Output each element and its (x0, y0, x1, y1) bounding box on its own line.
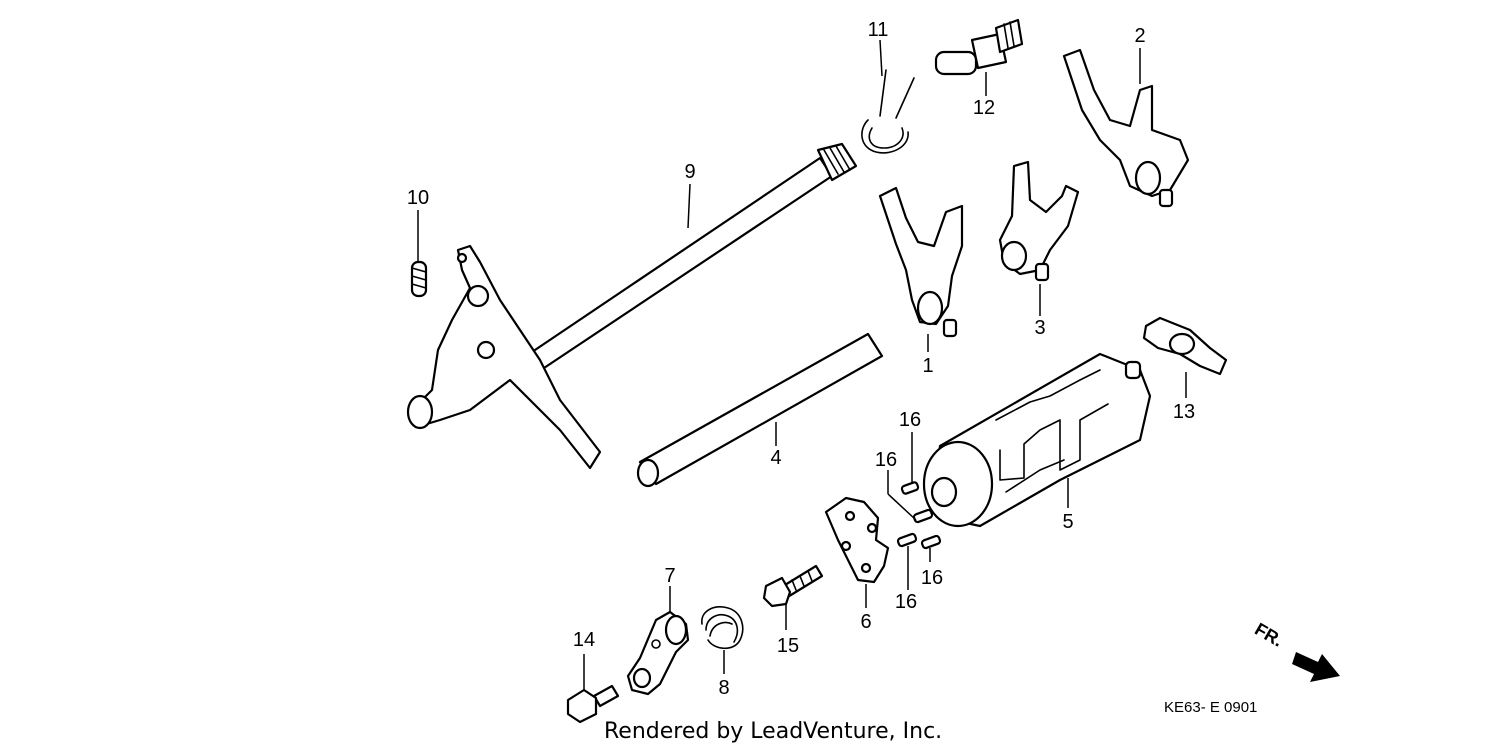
callout-7: 7 (664, 565, 675, 587)
gearshift-spindle (406, 142, 858, 470)
callout-16-left: 16 (875, 449, 897, 471)
stud-bolt (934, 18, 1024, 76)
spring-small (410, 260, 428, 298)
watermark: Rendered by LeadVenture, Inc. (604, 719, 942, 744)
callout-8: 8 (718, 677, 729, 699)
front-direction-label: FR. (1251, 619, 1286, 651)
callout-15: 15 (777, 635, 799, 657)
shift-drum (922, 352, 1152, 528)
bolt-14 (566, 684, 620, 724)
leader-lines (417, 39, 1187, 690)
shift-fork-shaft (636, 332, 884, 488)
callout-4: 4 (770, 447, 781, 469)
stopper-plate (1142, 316, 1228, 376)
callout-16-top: 16 (899, 409, 921, 431)
diagram-code: KE63- E 0901 (1164, 699, 1257, 716)
front-arrow-icon (1292, 652, 1340, 682)
drum-center-plate (824, 496, 890, 584)
callout-1: 1 (922, 355, 933, 377)
flange-bolt (762, 564, 824, 608)
callout-labels: 1 2 3 4 5 6 7 8 9 10 11 12 13 14 15 16 1… (407, 19, 1195, 699)
front-direction-indicator: FR. (1251, 619, 1340, 682)
callout-13: 13 (1173, 401, 1195, 423)
torsion-spring (861, 69, 915, 154)
callout-2: 2 (1134, 25, 1145, 47)
callout-16-bottom: 16 (895, 591, 917, 613)
callout-5: 5 (1062, 511, 1073, 533)
callout-11: 11 (868, 19, 889, 41)
callout-9: 9 (684, 161, 695, 183)
callout-6: 6 (860, 611, 871, 633)
stopper-arm (626, 610, 690, 696)
dowel-pins (896, 481, 942, 550)
shift-fork-center (878, 186, 964, 338)
shift-fork-right (1062, 48, 1190, 208)
callout-14: 14 (573, 629, 595, 651)
return-spring (701, 606, 744, 650)
callout-12: 12 (973, 97, 995, 119)
shift-fork-middle (998, 160, 1080, 282)
callout-16-right: 16 (921, 567, 943, 589)
callout-10: 10 (407, 187, 429, 209)
callout-3: 3 (1034, 317, 1045, 339)
